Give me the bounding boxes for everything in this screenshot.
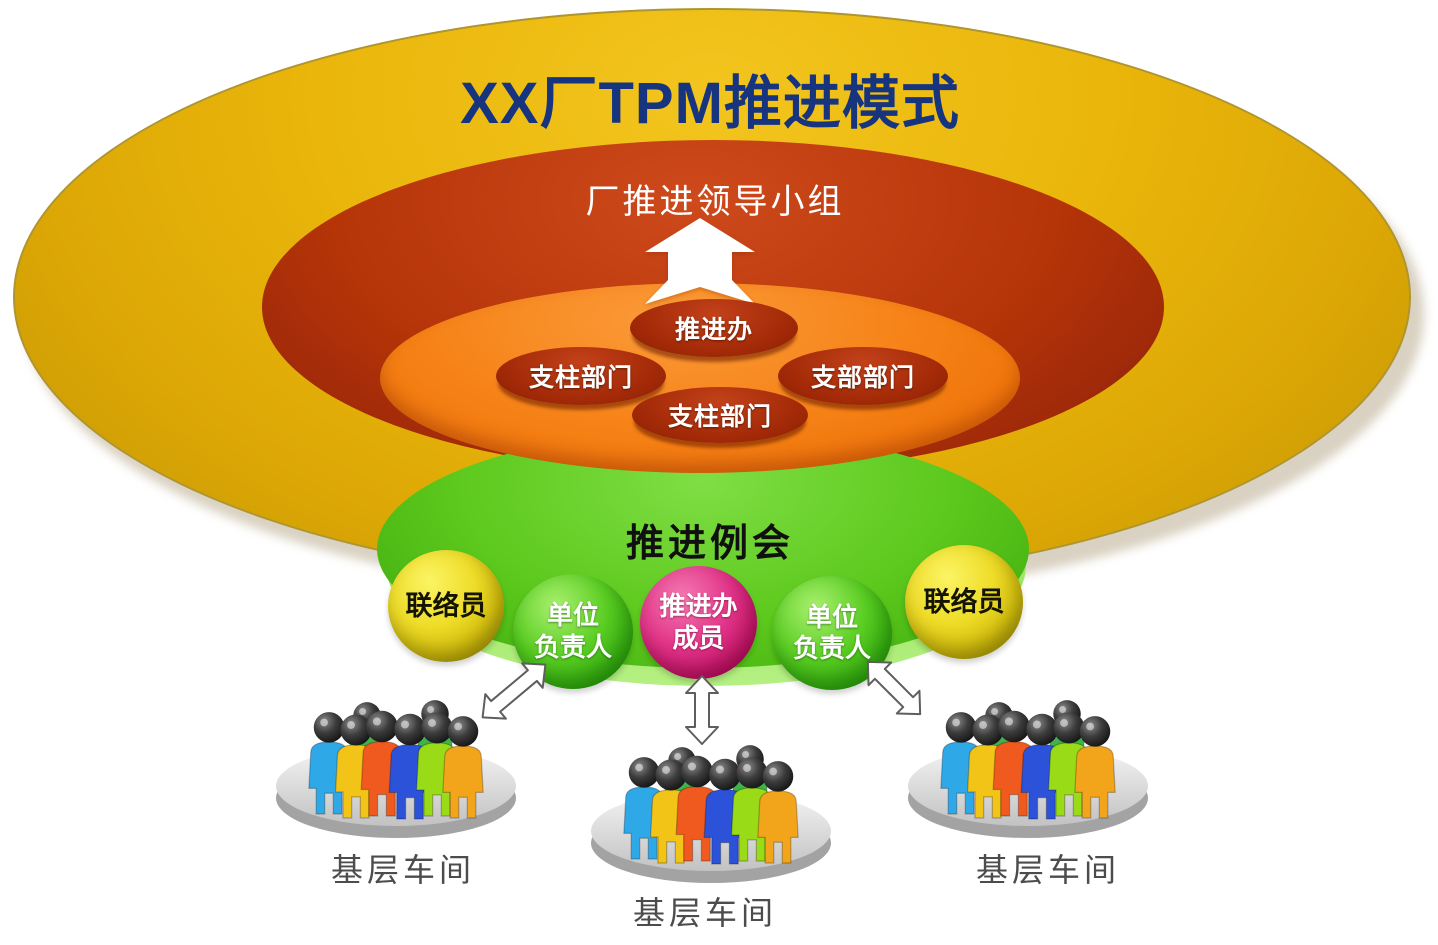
promotion-meeting-label: 推进例会 bbox=[625, 523, 794, 565]
workshop-label-right: 基层车间 bbox=[975, 852, 1120, 888]
office-member-line2: 成员 bbox=[672, 622, 725, 653]
workshop-group-right bbox=[908, 700, 1148, 838]
office-member-circle: 推进办 成员 bbox=[640, 566, 757, 679]
pillar-dept-bottom-label: 支柱部门 bbox=[667, 403, 772, 431]
unit-leader-right-line2: 负责人 bbox=[792, 633, 871, 663]
pillar-dept-left-node: 支柱部门 bbox=[496, 347, 666, 405]
unit-leader-right-line1: 单位 bbox=[805, 601, 858, 632]
workshop-label-middle: 基层车间 bbox=[632, 895, 777, 931]
branch-dept-node: 支部部门 bbox=[778, 347, 948, 405]
unit-leader-left-line2: 负责人 bbox=[533, 631, 612, 662]
liaison-circle-right: 联络员 bbox=[905, 545, 1023, 659]
workshop-group-middle bbox=[591, 745, 831, 883]
pillar-dept-bottom-node: 支柱部门 bbox=[632, 387, 808, 443]
liaison-circle-left: 联络员 bbox=[388, 550, 504, 662]
double-headed-arrow-icon-left bbox=[481, 662, 547, 720]
liaison-right-label: 联络员 bbox=[923, 586, 1005, 617]
promotion-office-label: 推进办 bbox=[674, 316, 753, 344]
workshop-label-left: 基层车间 bbox=[330, 852, 475, 888]
double-headed-arrow-icon-right bbox=[866, 660, 922, 716]
unit-leader-left-line1: 单位 bbox=[546, 600, 599, 631]
pillar-dept-left-label: 支柱部门 bbox=[528, 364, 633, 392]
page-title: XX厂TPM推进模式 bbox=[460, 71, 960, 136]
workshop-group-left bbox=[276, 700, 516, 838]
up-arrow-icon bbox=[645, 218, 755, 304]
branch-dept-label: 支部部门 bbox=[810, 364, 915, 392]
liaison-left-label: 联络员 bbox=[405, 590, 487, 621]
double-headed-arrow-icon-middle bbox=[685, 675, 719, 745]
leadership-group-label: 厂推进领导小组 bbox=[585, 183, 845, 221]
office-member-line1: 推进办 bbox=[659, 591, 738, 622]
promotion-office-node: 推进办 bbox=[630, 299, 798, 357]
